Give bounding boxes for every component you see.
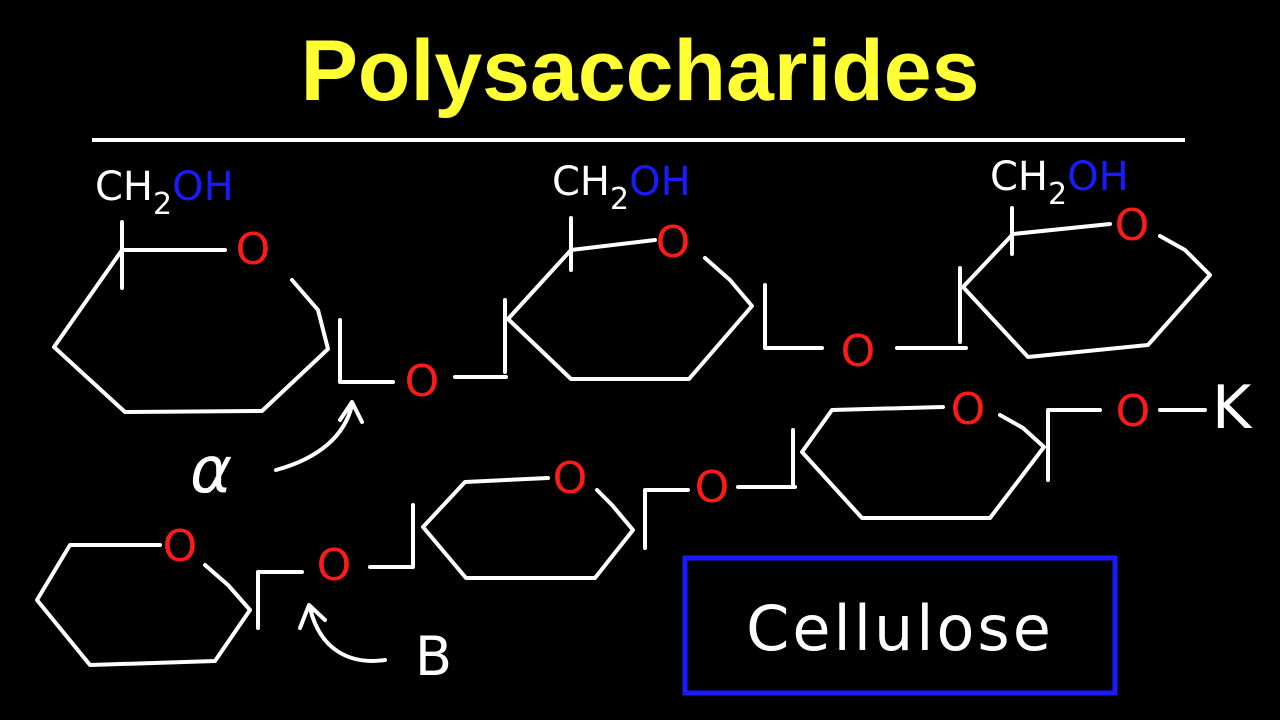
ring-oxygen-1: O [236, 224, 271, 275]
ch2oh-label-3: CH2OH [990, 154, 1129, 212]
alpha-bond-1 [338, 318, 395, 384]
end-k-label: K [1212, 373, 1253, 443]
ring-oxygen-6: O [951, 384, 986, 435]
ring-oxygen-4: O [163, 521, 198, 572]
bridge-oxygen-2: O [841, 326, 876, 377]
bottom-ring-2 [421, 476, 635, 580]
beta-bond-1 [256, 570, 304, 630]
beta-bond-3 [1046, 408, 1102, 482]
beta-bond-2 [643, 488, 690, 550]
beta-label: B [415, 625, 452, 688]
alpha-label: α [190, 434, 232, 508]
bridge-oxygen-5: O [1116, 386, 1151, 437]
alpha-arrowhead [338, 400, 364, 424]
ch2oh-label-1: CH2OH [95, 164, 234, 222]
ring-oxygen-3: O [1115, 200, 1150, 251]
bottom-ring-3 [800, 405, 1046, 520]
bond-2-right [763, 283, 824, 350]
ring-oxygen-2: O [656, 217, 691, 268]
cellulose-box [682, 555, 1118, 696]
cellulose-label: Cellulose [746, 592, 1054, 665]
beta-arrowhead [298, 603, 327, 630]
top-ring-2 [506, 238, 754, 381]
page-title: Polysaccharides [301, 23, 980, 119]
bridge-oxygen-1: O [405, 356, 440, 407]
beta-arrow [308, 606, 387, 663]
bottom-ring-1 [35, 543, 252, 667]
bridge-oxygen-4: O [695, 462, 730, 513]
ch2oh-label-2: CH2OH [552, 159, 691, 217]
ring-oxygen-5: O [553, 453, 588, 504]
top-ring-3 [961, 222, 1212, 359]
bridge-oxygen-3: O [317, 540, 352, 591]
alpha-arrow [274, 403, 354, 472]
top-ring-1 [52, 248, 330, 414]
